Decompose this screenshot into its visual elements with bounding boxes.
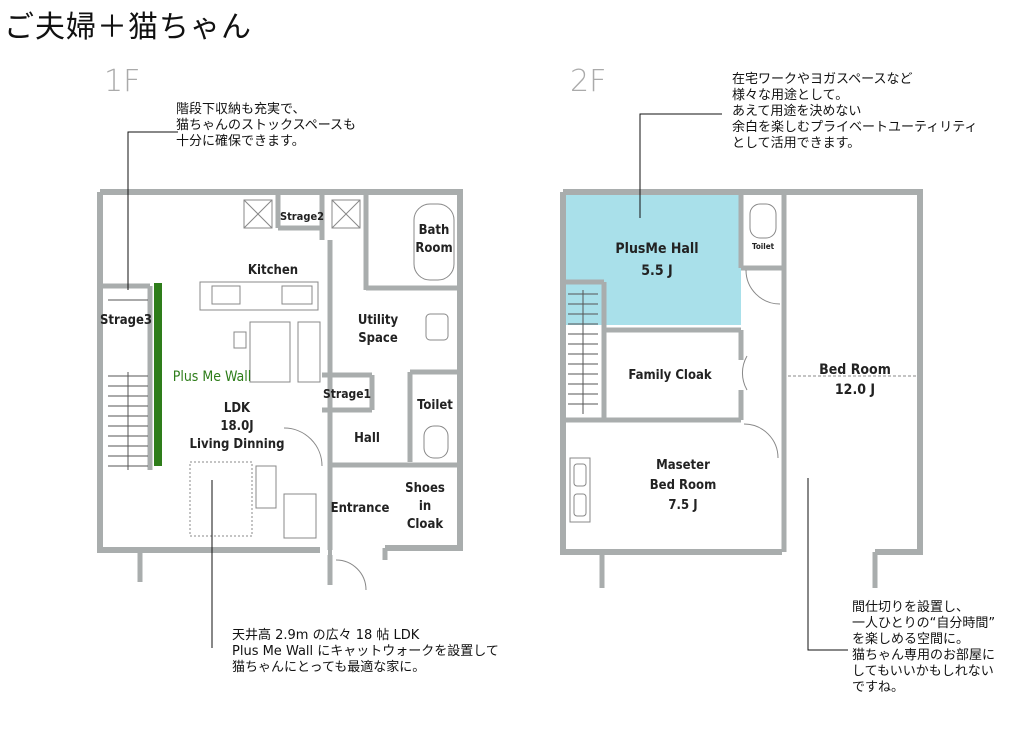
plus-me-wall-bar bbox=[154, 283, 162, 466]
room-strage2: Strage2 bbox=[279, 210, 325, 223]
room-master-bed: Maseter Bed Room 7.5 J bbox=[649, 458, 717, 513]
note-1f-storage: 階段下収納も充実で、 猫ちゃんのストックスペースも 十分に確保できます。 bbox=[176, 102, 357, 149]
plusme-hall-fill bbox=[563, 195, 741, 325]
room-plusme-hall: PlusMe Hall 5.5 J bbox=[615, 241, 699, 279]
stairs-2f bbox=[568, 290, 598, 414]
room-strage1: Strage1 bbox=[322, 387, 372, 401]
page-title: ご夫婦＋猫ちゃん bbox=[4, 10, 252, 45]
room-hall-1f: Hall bbox=[354, 431, 380, 446]
stairs-1f bbox=[108, 299, 148, 470]
room-ldk: LDK 18.0J Living Dinning bbox=[189, 401, 285, 452]
room-toilet-2f: Toilet bbox=[751, 242, 775, 251]
room-entrance: Entrance bbox=[330, 501, 390, 516]
room-family-cloak: Family Cloak bbox=[628, 368, 712, 383]
plan-2f bbox=[560, 189, 923, 555]
floor-label-2f: 2F bbox=[570, 64, 607, 99]
label-plus-me-wall: Plus Me Wall bbox=[172, 369, 252, 385]
note-1f-ldk: 天井高 2.9m の広々 18 帖 LDK Plus Me Wall にキャット… bbox=[232, 628, 499, 675]
room-strage3: Strage3 bbox=[99, 313, 153, 328]
room-kitchen: Kitchen bbox=[247, 263, 299, 278]
note-2f-hall: 在宅ワークやヨガスペースなど 様々な用途として。 あえて用途を決めない 余白を楽… bbox=[732, 72, 978, 151]
room-shoes-cloak: Shoes in Cloak bbox=[405, 481, 445, 532]
floor-label-1f: 1F bbox=[104, 64, 141, 99]
room-bed-room: Bed Room 12.0 J bbox=[819, 362, 891, 398]
room-toilet-1f: Toilet bbox=[417, 398, 453, 413]
note-2f-bedroom: 間仕切りを設置し、 一人ひとりの“自分時間” を楽しめる空間に。 猫ちゃん専用の… bbox=[852, 600, 996, 695]
room-utility: Utility Space bbox=[357, 313, 399, 346]
leader-lines bbox=[127, 113, 848, 651]
room-bath: Bath Room bbox=[415, 223, 453, 256]
